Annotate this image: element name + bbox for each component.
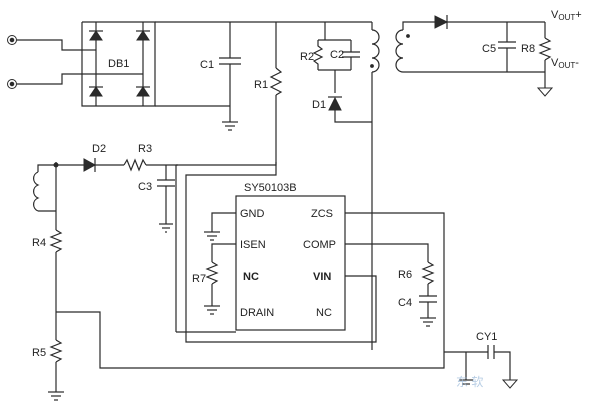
cy1-label: CY1: [476, 331, 497, 343]
pin-gnd: GND: [240, 208, 265, 220]
vout-minus-main: V: [551, 57, 559, 69]
zcs-feedback-wire: [56, 212, 445, 369]
snubber-r2-c2: [312, 22, 360, 93]
vout-plus-label: VOUT+: [551, 9, 582, 22]
watermark: 东 软: [456, 375, 483, 389]
r3-label: R3: [138, 143, 152, 155]
capacitor-c1: [219, 22, 241, 131]
resistor-r1: [269, 22, 283, 162]
vout-minus-sub: OUT: [558, 61, 575, 70]
transformer-secondary: [395, 21, 545, 73]
pin-comp: COMP: [303, 239, 336, 251]
db1-label: DB1: [108, 58, 129, 70]
ic-name: SY50103B: [244, 182, 297, 194]
ic-sy50103b: [235, 195, 346, 331]
r7-label: R7: [192, 273, 206, 285]
resistor-r5: [48, 312, 64, 401]
c5-label: C5: [482, 43, 496, 55]
auxiliary-winding: [33, 162, 59, 230]
vout-plus-sub: OUT: [558, 13, 575, 22]
r4-label: R4: [32, 237, 46, 249]
pin-isen: ISEN: [240, 239, 266, 251]
pin-nc-left: NC: [243, 271, 259, 283]
diode-output: [434, 15, 545, 29]
r2-label: R2: [300, 51, 314, 63]
resistor-r8: [536, 22, 554, 97]
c4-label: C4: [398, 297, 412, 309]
capacitor-c3: [157, 165, 175, 233]
ac-input-terminal-bottom: [7, 73, 82, 89]
d1-label: D1: [312, 99, 326, 111]
pin-vin: VIN: [313, 271, 331, 283]
d2-label: D2: [92, 143, 106, 155]
comp-network: [345, 243, 437, 327]
r1-label: R1: [254, 79, 268, 91]
resistor-r3: [123, 158, 178, 172]
capacitor-cy1: [444, 345, 519, 389]
pin-zcs: ZCS: [311, 208, 333, 220]
resistor-r4: [49, 229, 63, 312]
vout-plus-main: V: [551, 9, 559, 21]
capacitor-c5: [498, 22, 516, 72]
vout-minus-label: VOUT-: [551, 57, 579, 70]
r8-label: R8: [521, 43, 535, 55]
diode-d1: [328, 96, 372, 123]
r5-label: R5: [32, 347, 46, 359]
c3-label: C3: [138, 181, 152, 193]
vout-plus-sign: +: [575, 9, 581, 21]
vin-wire: [185, 162, 377, 343]
transformer-primary: [370, 22, 380, 342]
c2-label: C2: [330, 49, 344, 61]
r6-label: R6: [398, 269, 412, 281]
vout-minus-sign: -: [575, 57, 579, 69]
diode-d2: [56, 158, 124, 172]
resistor-r7: [204, 243, 236, 315]
dc-bus-wires: [155, 21, 372, 107]
gnd-pin-ground: [204, 212, 236, 241]
ac-input-terminal-top: [7, 35, 82, 51]
pin-drain: DRAIN: [240, 307, 274, 319]
c1-label: C1: [200, 59, 214, 71]
pin-nc-right: NC: [316, 307, 332, 319]
